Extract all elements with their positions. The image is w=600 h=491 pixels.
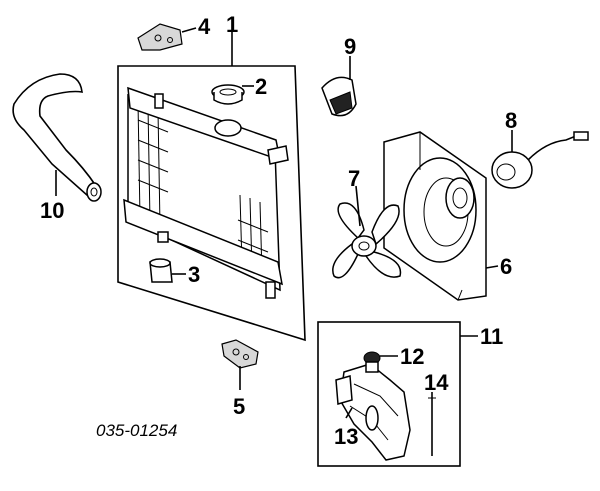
radiator-bottom-tank	[123, 198, 283, 286]
callout-9: 9	[344, 34, 356, 59]
callout-12: 12	[400, 344, 424, 369]
callout-5: 5	[233, 394, 245, 419]
reservoir-assembly	[317, 321, 461, 467]
callout-1: 1	[226, 12, 238, 37]
fan-shroud	[383, 131, 487, 301]
radiator-drain	[157, 231, 169, 243]
diagram-part-number: 035-01254	[96, 421, 177, 440]
callout-13: 13	[334, 424, 358, 449]
radiator-lower-post	[265, 281, 276, 299]
callout-2: 2	[255, 74, 267, 99]
callout-7: 7	[348, 166, 360, 191]
reservoir-neck	[365, 361, 379, 373]
reservoir-bracket	[335, 375, 353, 405]
callout-11: 11	[480, 324, 503, 349]
reservoir-group-frame	[317, 321, 461, 467]
callout-14: 14	[424, 370, 449, 395]
callout-3: 3	[188, 262, 200, 287]
reservoir-window	[365, 405, 379, 431]
radiator-inlet-pipe	[267, 145, 289, 165]
radiator-filler-neck	[214, 119, 242, 137]
radiator-assembly	[117, 65, 306, 342]
callout-8: 8	[505, 108, 517, 133]
fan-motor	[491, 131, 589, 189]
fan-blade	[332, 202, 402, 279]
leader-lines	[55, 27, 513, 419]
callout-4: 4	[198, 14, 211, 39]
radiator-hose	[12, 73, 102, 202]
radiator-cap	[211, 84, 245, 105]
callout-10: 10	[40, 198, 64, 223]
radiator-group-frame	[117, 65, 306, 342]
upper-bracket	[137, 23, 183, 51]
lower-bracket	[221, 339, 259, 369]
callout-6: 6	[500, 254, 512, 279]
callout-labels: 1 2 3 4 5 6 7 8 9 10 11 12 13 14	[40, 12, 517, 449]
radiator-mount-post	[154, 93, 164, 109]
mount-cushion	[149, 258, 173, 283]
fan-clamp	[321, 76, 357, 117]
